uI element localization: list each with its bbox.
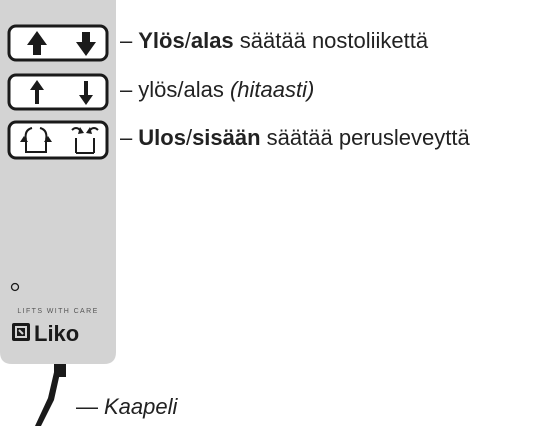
spread-out-icon [20,127,52,153]
spread-in-icon [71,127,99,154]
label-in-out: –Ulos/sisään säätää perusleveyttä [120,125,470,150]
label-cable: —Kaapeli [76,394,178,419]
remote-tagline: LIFTS WITH CARE [17,308,98,315]
arrow-down-thin-icon [79,81,93,105]
label-slow: –ylös/alas (hitaasti) [120,77,315,102]
label-up-down: –Ylös/alas säätää nostoliikettä [120,28,429,53]
liko-logo-icon [12,323,30,341]
up-down-button[interactable] [7,24,109,62]
indicator-led [10,282,20,292]
brand-logo-text: Liko [34,321,79,346]
arrow-down-bold-icon [76,32,96,56]
slow-up-down-button[interactable] [7,73,109,111]
spread-in-out-button[interactable] [7,120,109,160]
arrow-up-thin-icon [30,80,44,104]
arrow-up-bold-icon [27,31,47,55]
